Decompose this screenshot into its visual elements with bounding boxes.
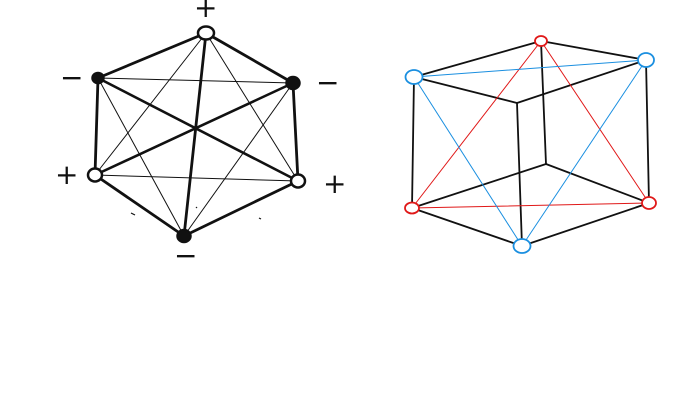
chord xyxy=(94,32,207,176)
sign-lower-left: + xyxy=(55,158,78,191)
vertex-filled-upper-left xyxy=(91,71,105,85)
red-tetrahedron-edges xyxy=(411,40,650,209)
chord xyxy=(94,174,299,182)
vertex-open-top xyxy=(196,25,216,41)
sign-bottom: − xyxy=(174,239,197,272)
blue-vertex-bottom xyxy=(512,238,532,254)
sign-upper-right: − xyxy=(316,66,339,99)
charged-hexagon-figure xyxy=(93,31,300,238)
charge-signs: + − − + + − xyxy=(55,0,346,272)
vertex-open-lower-right xyxy=(289,173,307,189)
diagonal-top-bottom xyxy=(182,31,208,238)
diagonal-upperleft-lowerright xyxy=(96,76,300,183)
red-vertex-right xyxy=(641,196,657,210)
blue-vertex-upper-right xyxy=(637,52,655,68)
vertex-open-lower-left xyxy=(86,167,104,183)
hexagon-vertices xyxy=(86,25,307,244)
hexagon-outline xyxy=(93,31,300,238)
chord xyxy=(183,82,294,237)
sign-upper-left: − xyxy=(60,61,83,94)
chord xyxy=(97,77,185,237)
diagonal-upperright-lowerleft xyxy=(93,81,295,177)
sign-top: + xyxy=(194,0,217,24)
red-vertex-top xyxy=(534,35,548,47)
chord xyxy=(205,32,299,182)
red-vertices xyxy=(404,35,657,215)
vertex-filled-bottom xyxy=(176,228,192,244)
sign-lower-right: + xyxy=(323,167,346,200)
cube-edges xyxy=(411,40,650,247)
cube-tetrahedra-figure xyxy=(404,35,657,254)
red-vertex-left xyxy=(404,201,420,215)
stray-marks xyxy=(130,206,262,220)
blue-vertices xyxy=(404,52,655,254)
blue-vertex-upper-left xyxy=(404,69,424,85)
chord xyxy=(97,77,294,84)
vertex-filled-upper-right xyxy=(285,75,301,91)
blue-tetrahedron-edges xyxy=(413,59,647,247)
